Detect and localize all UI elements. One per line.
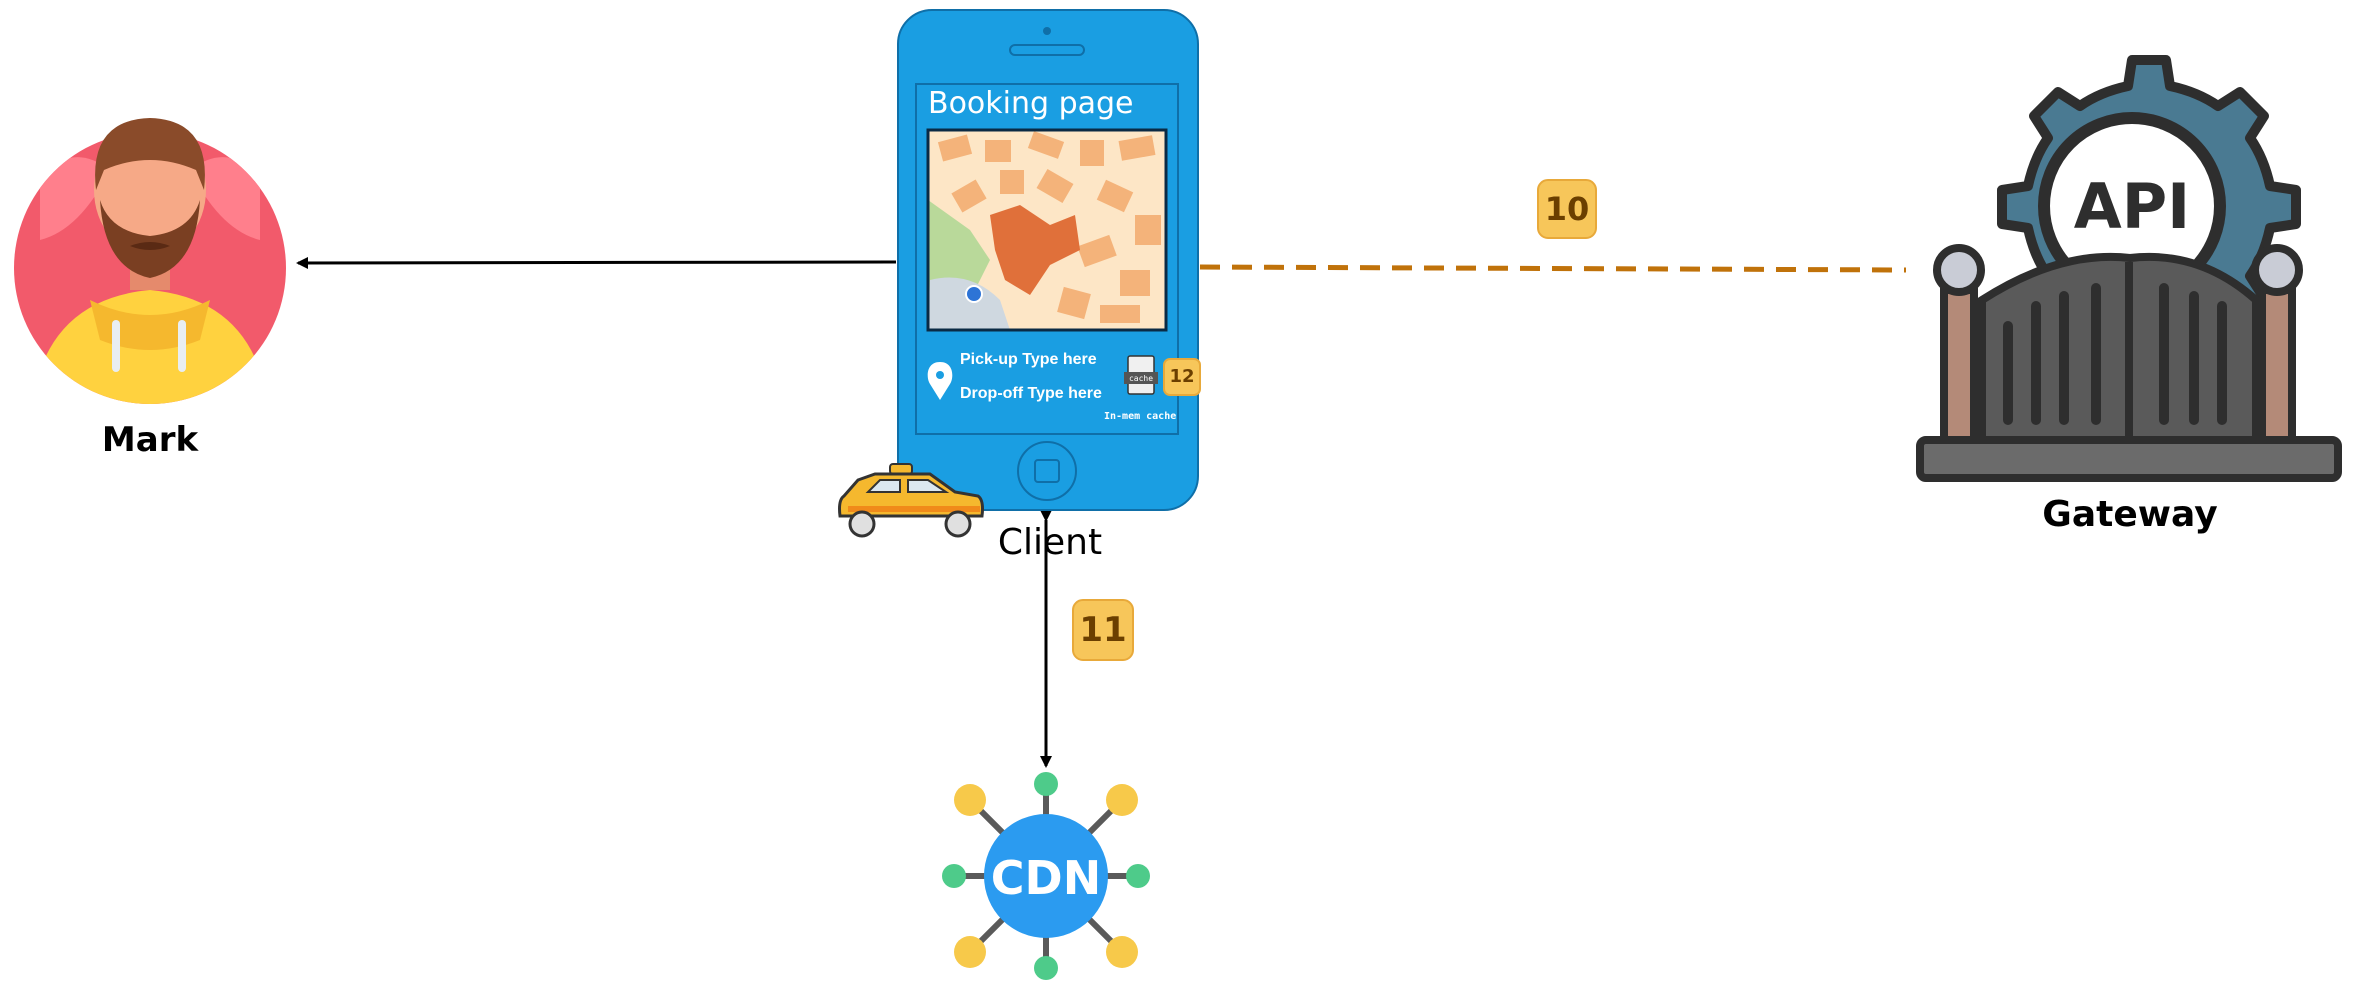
badge-10-bg — [1537, 179, 1597, 239]
badge-12: 12 — [1169, 366, 1195, 387]
user-label: Mark — [101, 420, 199, 460]
gateway-label: Gateway — [2042, 494, 2218, 535]
pickup-field[interactable]: Pick-up Type here — [960, 351, 1097, 368]
badge-11-bg — [1072, 599, 1134, 661]
in-mem-cache-label: In-mem cache — [1104, 411, 1177, 422]
api-logo-text: API — [2074, 170, 2191, 243]
dropoff-field[interactable]: Drop-off Type here — [960, 385, 1102, 402]
badge-12-bg — [1163, 358, 1201, 396]
badge-10: 10 — [1544, 190, 1590, 228]
cdn-label: CDN — [991, 851, 1101, 905]
client-gateway-dashed-link — [1199, 264, 1907, 273]
client-to-user-arrow — [296, 256, 897, 269]
booking-page-title: Booking page — [928, 86, 1134, 121]
client-label: Client — [997, 522, 1103, 563]
cache-icon-text: cache — [1129, 374, 1153, 383]
badge-11: 11 — [1079, 610, 1127, 650]
